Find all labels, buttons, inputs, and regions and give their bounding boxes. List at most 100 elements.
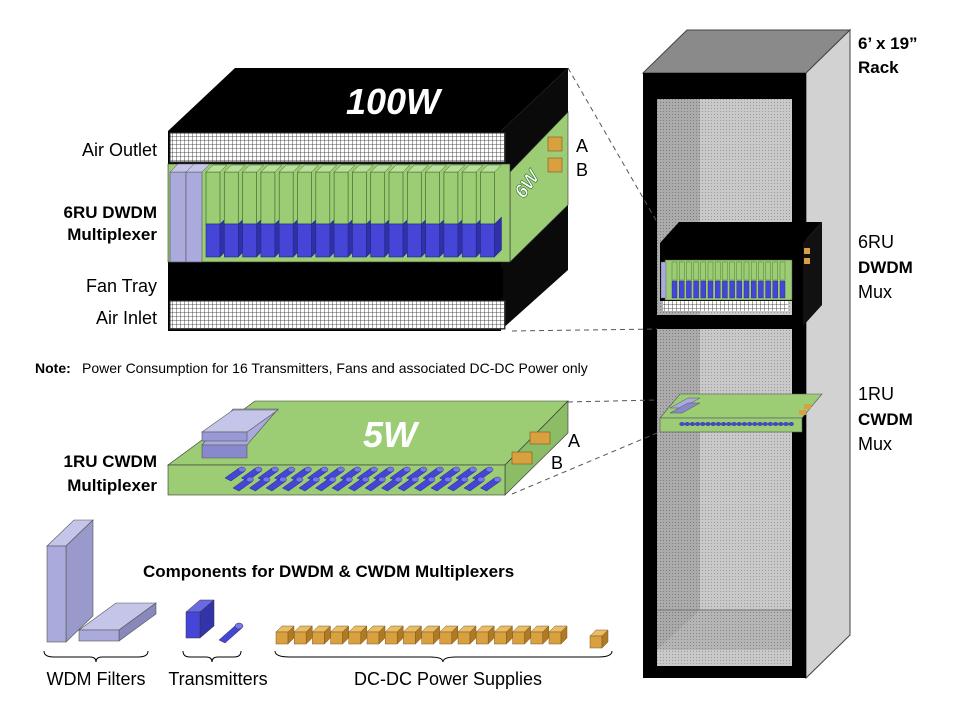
mini-dwdm-card (758, 261, 764, 299)
cwdm-transmitter (265, 476, 287, 492)
dcdc-supply (548, 625, 568, 645)
cwdm-power-label: 5W (363, 414, 420, 455)
mini-cwdm-transmitter (726, 422, 732, 426)
mini-dwdm-card (729, 261, 735, 299)
cwdm-transmitter (315, 476, 337, 492)
mini-dwdm-card (779, 261, 786, 299)
transmitter-icon (185, 599, 244, 644)
rack-rail (643, 315, 806, 329)
dcdc-supply (402, 625, 423, 645)
connector-lines (511, 67, 658, 495)
dcdc-supply (511, 625, 532, 645)
mini-dwdm-card (772, 261, 778, 299)
dwdm-feed-a-block (547, 136, 563, 152)
air-inlet-grille (169, 300, 506, 330)
cwdm-transmitter (232, 476, 254, 492)
mini-cwdm-transmitter (689, 422, 696, 426)
mini-cwdm-transmitter (694, 422, 701, 426)
dcdc-supply (275, 625, 295, 645)
cwdm-transmitter (249, 476, 271, 492)
dcdc-supply (420, 625, 441, 645)
dwdm-transmitter-card (333, 164, 356, 258)
rack-name-label: Rack (858, 58, 899, 77)
wdm-filters-label: WDM Filters (47, 669, 146, 689)
transmitters-label: Transmitters (168, 669, 267, 689)
rack-cwdm-line2: CWDM (858, 410, 913, 429)
rack-cwdm-line3: Mux (858, 434, 892, 454)
cwdm-transmitter (397, 476, 419, 492)
mini-dwdm-card (693, 261, 699, 299)
note-text: Power Consumption for 16 Transmitters, F… (82, 360, 588, 376)
mini-cwdm-transmitter (715, 422, 722, 426)
mini-cwdm-transmitter (679, 422, 685, 426)
cwdm-transmitter (381, 476, 403, 492)
rack-cwdm-line1: 1RU (858, 384, 894, 404)
dcdc-supply (311, 625, 332, 645)
dwdm-multiplexer-drawing: 100W 6W (167, 68, 569, 331)
cwdm-feed-b-block (511, 451, 533, 465)
dcdc-supply (366, 625, 386, 645)
mini-cwdm-transmitter (772, 422, 779, 426)
dwdm-feed-b-block (547, 157, 563, 173)
mini-cwdm-transmitter (783, 422, 789, 426)
note-label: Note: (35, 360, 71, 376)
dcdc-supply (293, 625, 313, 645)
mini-dwdm-card (671, 261, 678, 299)
dcdc-supply (475, 625, 495, 645)
mini-dwdm-card (722, 261, 728, 299)
cwdm-feed-a-label: A (568, 431, 580, 451)
dwdm-transmitter-card (479, 164, 503, 258)
cwdm-transmitter (430, 476, 452, 492)
dcdc-supply (439, 625, 459, 645)
dwdm-title-line2: Multiplexer (67, 225, 157, 244)
dcdc-supply (384, 625, 404, 645)
dwdm-transmitter-card (388, 164, 411, 258)
dcdc-supply (589, 629, 609, 649)
cwdm-transmitter (480, 476, 502, 492)
cwdm-transmitter (298, 476, 320, 492)
mini-cwdm-transmitter (746, 422, 753, 426)
mini-dwdm-card (751, 261, 757, 299)
dwdm-transmitter-card (223, 164, 246, 258)
mini-cwdm-transmitter (700, 422, 706, 426)
air-inlet-label: Air Inlet (96, 308, 157, 328)
rack-cwdm-unit (659, 393, 823, 433)
mini-cwdm-transmitter (736, 422, 742, 426)
cwdm-transmitter (439, 466, 461, 482)
dwdm-top-cover (168, 68, 568, 131)
fan-tray (168, 268, 503, 298)
cwdm-transmitter (348, 476, 370, 492)
rack-size-label: 6’ x 19” (858, 34, 918, 53)
cwdm-transmitter (331, 476, 353, 492)
air-outlet-label: Air Outlet (82, 140, 157, 160)
mini-cwdm-transmitter (778, 422, 784, 426)
cwdm-multiplexer-drawing: 5W (167, 400, 569, 496)
cwdm-feed-a-block (529, 431, 551, 445)
mini-cwdm-transmitter (762, 422, 768, 426)
mini-cwdm-transmitter (767, 422, 774, 426)
dwdm-title-line1: 6RU DWDM (64, 203, 158, 222)
dcdc-supply (457, 625, 477, 645)
cwdm-feed-b-label: B (551, 453, 563, 473)
component-braces (43, 650, 613, 663)
mini-dwdm-card (765, 261, 771, 299)
mini-dwdm-card (686, 261, 692, 299)
mini-cwdm-transmitter (710, 422, 716, 426)
mini-cwdm-transmitter (757, 422, 763, 426)
mini-dwdm-card (679, 261, 685, 299)
mini-dwdm-card (743, 261, 750, 299)
rack-dwdm-line1: 6RU (858, 232, 894, 252)
dwdm-transmitter-card (278, 164, 301, 258)
dwdm-transmitter-card (424, 164, 448, 258)
components-row (46, 519, 609, 649)
cwdm-title-line2: Multiplexer (67, 476, 157, 495)
mini-cwdm-transmitter (752, 422, 758, 426)
dwdm-feed-b-label: B (576, 160, 588, 180)
rack-side-panel (805, 28, 851, 680)
dwdm-transmitter-card (241, 164, 265, 258)
air-outlet-grille (169, 132, 506, 163)
dwdm-power-label: 100W (346, 81, 443, 122)
cwdm-transmitter (323, 466, 345, 482)
mini-dwdm-card (736, 261, 742, 299)
